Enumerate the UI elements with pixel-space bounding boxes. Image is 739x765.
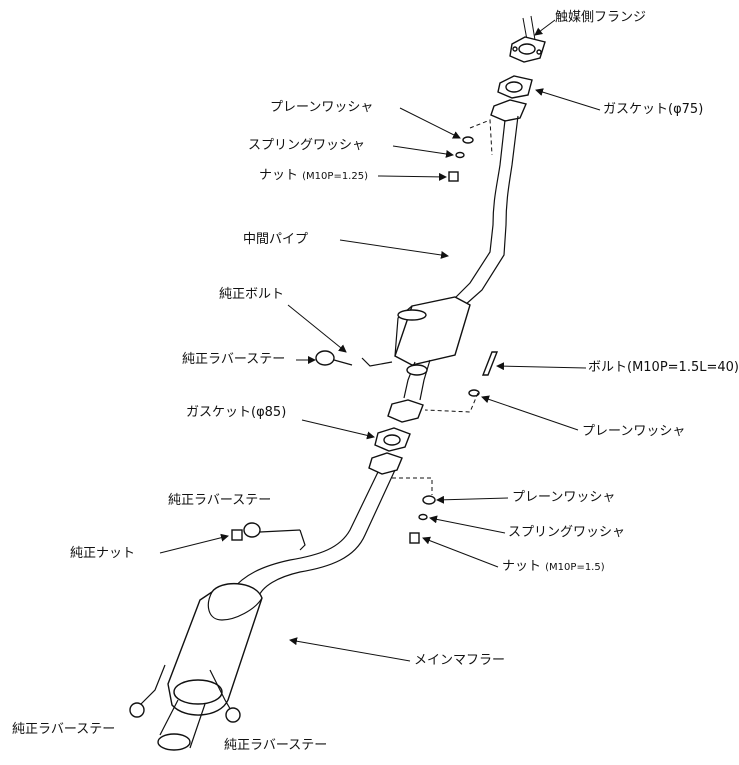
label-gasket-75: ガスケット(φ75) bbox=[603, 102, 704, 117]
label-center-pipe: 中間パイプ bbox=[243, 232, 309, 247]
label-oem-bolt: 純正ボルト bbox=[219, 287, 285, 302]
label-cat-flange: 触媒側フランジ bbox=[555, 10, 647, 25]
label-gasket-85: ガスケット(φ85) bbox=[186, 405, 287, 420]
leader-lines bbox=[159, 19, 601, 662]
label-oem-nut: 純正ナット bbox=[70, 546, 136, 561]
label-plain-washer-1: プレーンワッシャ bbox=[270, 100, 374, 115]
label-oem-rubber-stay-4: 純正ラバーステー bbox=[224, 738, 328, 753]
main-muffler-part bbox=[129, 452, 403, 751]
label-spring-washer-1: スプリングワッシャ bbox=[248, 138, 366, 153]
label-nut-3: ナット (M10P=1.5) bbox=[502, 559, 605, 576]
label-nut-1-main: ナット bbox=[259, 168, 299, 183]
label-spring-washer-3: スプリングワッシャ bbox=[508, 525, 626, 540]
label-oem-rubber-stay-3: 純正ラバーステー bbox=[12, 722, 116, 737]
label-nut-1-spec: (M10P=1.25) bbox=[302, 171, 368, 182]
gasket-75-part bbox=[497, 75, 533, 99]
exhaust-exploded-diagram: 触媒側フランジ ガスケット(φ75) プレーンワッシャ スプリングワッシャ ナッ… bbox=[12, 10, 739, 753]
label-plain-washer-3: プレーンワッシャ bbox=[512, 490, 616, 505]
center-pipe-part bbox=[387, 99, 527, 423]
label-nut-1: ナット (M10P=1.25) bbox=[259, 168, 368, 185]
label-main-muffler: メインマフラー bbox=[414, 653, 506, 668]
gasket-85-part bbox=[374, 427, 411, 452]
label-oem-rubber-stay-1: 純正ラバーステー bbox=[182, 352, 286, 367]
label-bolt-spec: ボルト(M10P=1.5L=40) bbox=[588, 360, 739, 375]
hardware-parts bbox=[231, 119, 499, 544]
label-plain-washer-2: プレーンワッシャ bbox=[582, 424, 686, 439]
label-nut-3-spec: (M10P=1.5) bbox=[545, 562, 605, 573]
label-nut-3-main: ナット bbox=[502, 559, 542, 574]
label-oem-rubber-stay-2: 純正ラバーステー bbox=[168, 493, 272, 508]
exhaust-drawing bbox=[129, 15, 601, 751]
cat-flange-part bbox=[509, 15, 546, 63]
